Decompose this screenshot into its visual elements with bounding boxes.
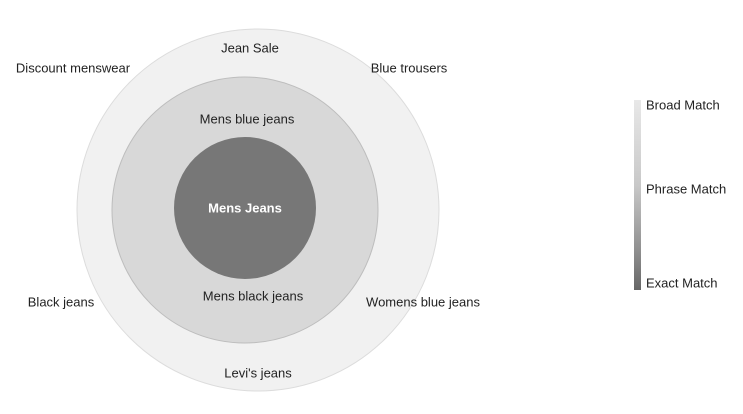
broad-label-discount-menswear: Discount menswear: [15, 60, 131, 76]
broad-label-levis-jeans: Levi's jeans: [224, 365, 292, 381]
phrase-label-mens-black-jeans: Mens black jeans: [202, 288, 304, 304]
legend-phrase-match: Phrase Match: [646, 181, 727, 197]
broad-label-jean-sale: Jean Sale: [221, 40, 279, 56]
exact-label-mens-jeans: Mens Jeans: [208, 200, 282, 216]
broad-label-black-jeans: Black jeans: [27, 294, 95, 310]
legend-broad-match: Broad Match: [646, 97, 720, 113]
legend-gradient-bar: [634, 100, 641, 290]
broad-label-blue-trousers: Blue trousers: [370, 60, 448, 76]
broad-label-womens-blue-jeans: Womens blue jeans: [366, 294, 480, 310]
exact-match-circle: [174, 137, 316, 279]
legend-exact-match: Exact Match: [646, 275, 718, 291]
phrase-label-mens-blue-jeans: Mens blue jeans: [199, 111, 295, 127]
